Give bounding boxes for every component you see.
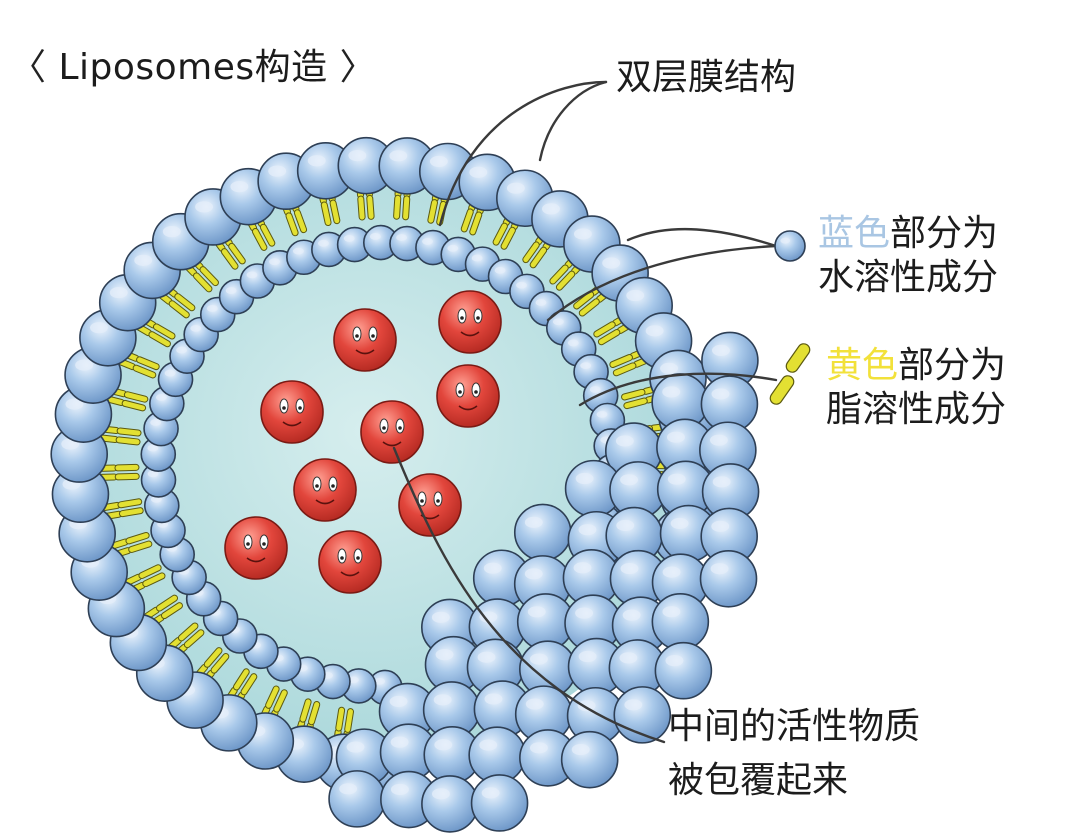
active-substance-particle [293,458,357,522]
active-substance-particle [438,290,502,354]
front-lipid-head [519,729,577,787]
lipid-tail-pair [621,388,648,410]
blue-highlight-word: 蓝色 [818,213,891,254]
title-open-bracket: 〈 [10,47,47,88]
yellow-part-line1: 黄色部分为 [826,344,1006,388]
core-label-line1: 中间的活性物质 [668,706,921,747]
lipid-tail-pair [192,266,219,293]
lipid-tail-pair [320,199,341,227]
yellow-line1-rest: 部分为 [898,345,1007,386]
lipid-tail-pair [357,194,375,221]
lipid-tail-pair [460,208,483,236]
front-lipid-head [651,592,710,651]
front-lipid-head [701,463,760,521]
lipid-tail-pair [203,647,230,674]
active-substance-particle [224,516,288,580]
blue-part-label: 蓝色部分为 水溶性成分 [818,212,998,300]
front-lipid-head [699,550,758,608]
core-label: 中间的活性物质 被包覆起来 [668,700,920,808]
leader-lines [392,80,778,744]
leader-blue-inner [546,244,778,322]
legend-blue-head-icon [774,230,806,262]
legend-yellow-tail-icon-bottom [769,375,795,405]
active-substance-particle [260,380,324,444]
lipid-tail-pair [177,622,205,649]
lipid-tail-pair [549,264,576,291]
front-lipid-head [659,504,718,563]
lipid-tail-pair [593,321,621,346]
lipid-tail-pair [168,293,196,319]
leader-bilayer-outer [538,80,608,162]
active-substance-particle [318,530,382,594]
lipid-tail-pair [492,222,516,250]
lipid-tail-pair [609,354,637,377]
front-lipid-head [700,507,758,566]
active-substance-particle [398,473,462,537]
bilayer-label: 双层膜结构 [616,56,796,100]
lipid-tail-pair [125,531,153,553]
blue-line1-rest: 部分为 [890,213,999,254]
legend-icons [769,230,811,405]
front-lipid-head [328,770,386,828]
lipid-tail-pair [114,463,140,481]
inner-lipid-head [389,225,425,262]
yellow-part-label: 黄色部分为 脂溶性成分 [826,344,1006,432]
lipid-tail-pair [220,242,246,270]
lipid-tail-pair [265,685,288,713]
front-lipid-head [513,503,572,562]
lipid-tail-pair [148,323,176,348]
front-lipid-head [651,553,710,611]
title-text: Liposomes构造 [58,47,328,88]
lipid-tail-pair [232,668,258,696]
front-lipid-head [560,730,619,789]
bilayer-label-text: 双层膜结构 [616,57,797,98]
front-lipid-head [654,641,713,700]
front-lipid-head [470,774,529,832]
core-label-line2: 被包覆起来 [668,760,849,801]
lipid-tail-pair [522,241,548,269]
yellow-highlight-word: 黄色 [826,345,899,386]
active-substance-particle [333,308,397,372]
diagram-title: 〈 Liposomes构造 〉 [10,38,376,90]
blue-part-line2: 水溶性成分 [818,257,999,298]
blue-part-line1: 蓝色部分为 [818,212,998,256]
lipid-tail-pair [393,194,411,221]
leader-bilayer-inner [438,80,608,227]
leader-yellow [578,372,778,407]
lipid-tail-pair [138,564,166,588]
inner-lipid-head [341,668,377,704]
lipid-tail-pair [117,498,144,518]
front-lipid-head [421,775,479,833]
inner-lipid-head [143,487,180,524]
active-substance-particle [436,364,500,428]
legend-yellow-tail-icon-top [785,343,811,373]
lipid-tail-pair [573,291,600,317]
lipid-tail-pair [299,698,321,726]
leader-core [392,446,666,744]
lipid-tail-pair [285,209,308,237]
leader-blue-outer [626,227,778,248]
outer-lipid-head [337,136,396,195]
lipid-tail-pair [132,356,160,379]
active-substance-particles [224,290,502,594]
lipid-tail-pair [251,223,276,251]
lipid-tail-pair [115,427,142,446]
active-substance-particle [360,400,424,464]
title-close-bracket: 〉 [339,47,377,88]
lipid-tail-pair [121,391,149,412]
front-lipid-head [699,421,757,480]
inner-lipid-head [140,462,177,498]
yellow-part-line2: 脂溶性成分 [826,389,1007,430]
lipid-tail-pair [335,706,354,733]
lipid-tail-pair [156,594,183,620]
